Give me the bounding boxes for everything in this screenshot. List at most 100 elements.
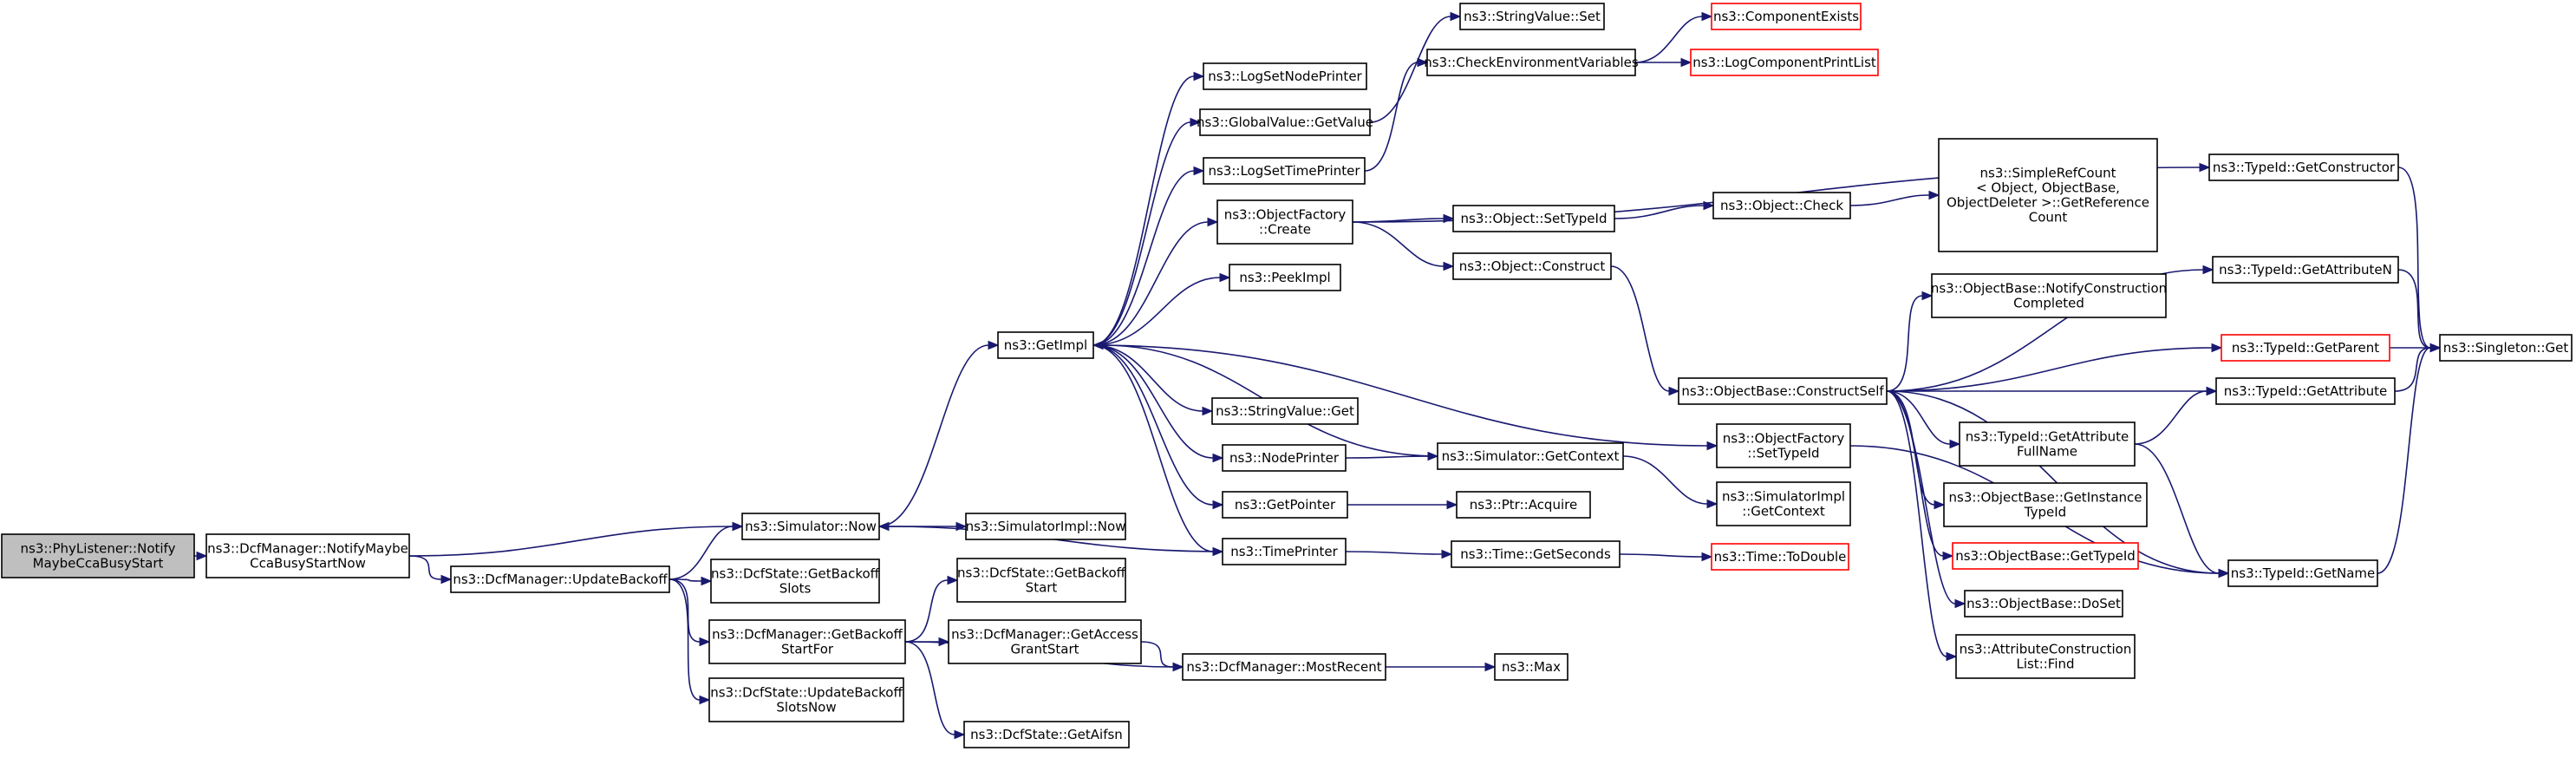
function-node[interactable]: ns3::Time::ToDouble — [1711, 543, 1849, 571]
node-label: ns3::SimulatorImpl::Now — [966, 519, 1126, 534]
function-node[interactable]: ns3::GetPointer — [1222, 491, 1348, 519]
function-node[interactable]: ns3::ObjectFactory::Create — [1216, 199, 1353, 245]
call-edge — [1092, 344, 1214, 416]
function-node[interactable]: ns3::TypeId::GetAttribute — [2215, 377, 2396, 405]
function-node[interactable]: ns3::ComponentExists — [1711, 3, 1862, 30]
node-box — [965, 513, 1126, 540]
node-box — [708, 619, 906, 664]
call-edge — [1886, 343, 2223, 392]
function-node[interactable]: ns3::Time::GetSeconds — [1451, 540, 1621, 568]
function-node[interactable]: ns3::ObjectBase::GetTypeId — [1952, 542, 2139, 570]
node-label: ::Create — [1259, 222, 1311, 238]
function-node[interactable]: ns3::TimePrinter — [1222, 538, 1347, 565]
node-label: StartFor — [781, 642, 834, 657]
function-node[interactable]: ns3::StringValue::Set — [1459, 3, 1605, 30]
call-edge — [668, 576, 713, 586]
function-node[interactable]: ns3::StringValue::Get — [1211, 397, 1359, 425]
edge-arrowhead — [701, 576, 713, 586]
node-box — [1494, 653, 1568, 681]
call-edge — [1364, 57, 1429, 172]
edge-line — [1092, 344, 1214, 459]
function-node[interactable]: ns3::SimulatorImpl::GetContext — [1716, 481, 1851, 526]
function-node[interactable]: ns3::PeekImpl — [1229, 264, 1341, 291]
edge-line — [1634, 16, 1703, 63]
node-box — [1222, 491, 1348, 519]
function-node[interactable]: ns3::Object::SetTypeId — [1452, 205, 1615, 232]
function-node[interactable]: ns3::TypeId::GetConstructor — [2208, 154, 2399, 181]
function-node[interactable]: ns3::Simulator::GetContext — [1437, 442, 1624, 470]
call-edge — [1622, 455, 1718, 509]
function-node[interactable]: ns3::DcfManager::NotifyMaybeCcaBusyStart… — [205, 533, 410, 578]
node-box — [948, 619, 1142, 664]
function-node[interactable]: ns3::Max — [1494, 653, 1568, 681]
function-node[interactable]: ns3::NodePrinter — [1222, 444, 1347, 472]
node-box — [741, 513, 880, 540]
function-node[interactable]: ns3::DcfState::GetAifsn — [963, 721, 1130, 748]
function-node[interactable]: ns3::LogSetNodePrinter — [1203, 62, 1367, 90]
function-node[interactable]: ns3::Simulator::Now — [741, 513, 880, 540]
function-node[interactable]: ns3::TypeId::GetName — [2227, 559, 2378, 587]
function-node[interactable]: ns3::Singleton::Get — [2439, 334, 2573, 362]
node-label: ns3::ObjectBase::DoSet — [1966, 596, 2121, 611]
function-node[interactable]: ns3::CheckEnvironmentVariables — [1424, 49, 1639, 76]
node-box — [710, 559, 880, 604]
edge-arrowhead — [1484, 662, 1497, 672]
node-label: ns3::Time::GetSeconds — [1460, 546, 1611, 562]
edge-arrowhead — [1450, 11, 1462, 22]
edge-line — [1886, 390, 1947, 657]
edge-line — [1886, 390, 1951, 445]
node-box — [1959, 421, 2136, 467]
call-edge — [904, 641, 966, 740]
function-node[interactable]: ns3::ObjectBase::DoSet — [1964, 590, 2123, 617]
edge-arrowhead — [699, 695, 711, 705]
function-node[interactable]: ns3::SimpleRefCount< Object, ObjectBase,… — [1938, 138, 2158, 252]
edge-arrowhead — [196, 551, 208, 561]
root-function-node[interactable]: ns3::PhyListener::NotifyMaybeCcaBusyStar… — [1, 533, 195, 578]
call-edge — [1347, 500, 1458, 510]
node-box — [1182, 653, 1386, 681]
function-node[interactable]: ns3::TypeId::GetAttributeN — [2212, 256, 2399, 284]
edge-line — [668, 578, 701, 643]
function-node[interactable]: ns3::DcfManager::MostRecent — [1182, 653, 1386, 681]
edge-line — [1140, 641, 1174, 668]
edge-arrowhead — [2429, 343, 2442, 353]
edge-arrowhead — [1706, 499, 1718, 509]
function-node[interactable]: ns3::ObjectBase::NotifyConstructionCompl… — [1931, 273, 2167, 318]
call-edge — [2377, 343, 2442, 574]
function-node[interactable]: ns3::GetImpl — [997, 331, 1094, 359]
function-node[interactable]: ns3::LogSetTimePrinter — [1203, 157, 1366, 185]
edge-line — [1619, 553, 1703, 558]
node-label: ns3::LogSetTimePrinter — [1208, 163, 1360, 179]
function-node[interactable]: ns3::Object::Construct — [1452, 252, 1612, 280]
function-node[interactable]: ns3::LogComponentPrintList — [1690, 49, 1879, 76]
node-label: ns3::ObjectFactory — [1723, 431, 1845, 447]
edge-line — [1622, 455, 1708, 505]
node-label: ns3::DcfState::UpdateBackoff — [710, 685, 903, 701]
function-node[interactable]: ns3::TypeId::GetParent — [2221, 334, 2390, 362]
node-label: ns3::Ptr::Acquire — [1470, 497, 1577, 513]
edge-line — [1092, 344, 1214, 552]
function-node[interactable]: ns3::GlobalValue::GetValue — [1197, 108, 1373, 136]
edge-line — [1369, 16, 1451, 123]
function-node[interactable]: ns3::Ptr::Acquire — [1456, 491, 1591, 519]
node-label: ns3::Simulator::GetContext — [1442, 448, 1620, 464]
edge-arrowhead — [1212, 500, 1224, 510]
node-label: CcaBusyStartNow — [250, 556, 366, 572]
function-node[interactable]: ns3::ObjectFactory::SetTypeId — [1716, 423, 1851, 468]
call-edge — [1092, 71, 1205, 346]
node-box — [1426, 49, 1636, 76]
function-node[interactable]: ns3::DcfManager::UpdateBackoff — [450, 565, 670, 593]
call-edge — [1886, 390, 1958, 662]
node-box — [1, 533, 195, 578]
function-node[interactable]: ns3::ObjectBase::ConstructSelf — [1678, 377, 1888, 405]
function-node[interactable]: ns3::Object::Check — [1712, 192, 1851, 219]
function-node[interactable]: ns3::SimulatorImpl::Now — [965, 513, 1126, 540]
